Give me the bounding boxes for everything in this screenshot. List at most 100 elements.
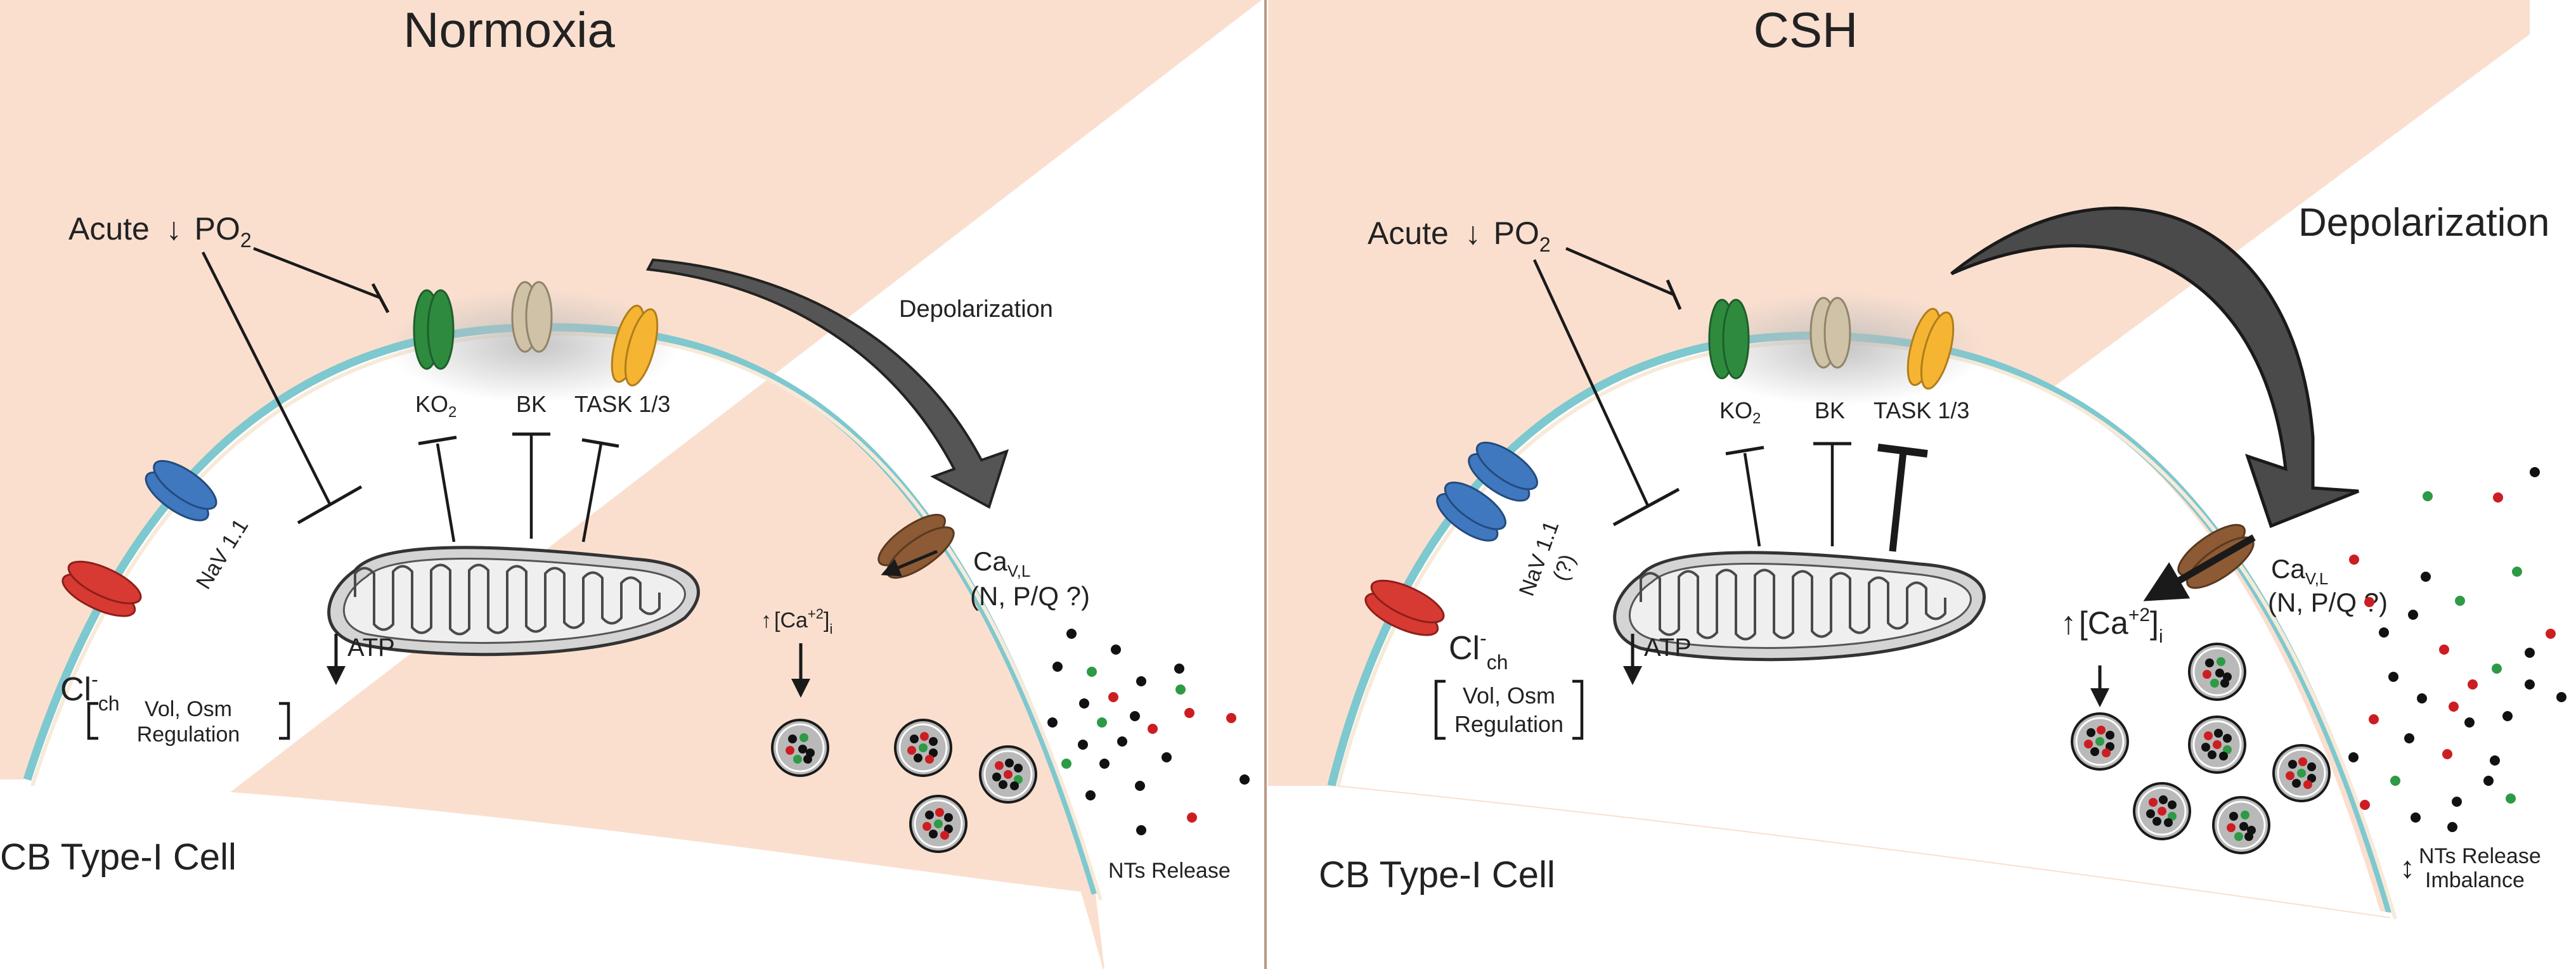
nt-dot: [2525, 679, 2535, 690]
nt-dot: [2493, 492, 2503, 503]
panel-title: Normoxia: [403, 2, 615, 58]
nt-dot: [1135, 781, 1145, 791]
vesicle: [2188, 716, 2246, 774]
nt-dot: [2411, 812, 2421, 823]
nt-dot: [2369, 714, 2379, 724]
nt-dot: [2439, 645, 2449, 655]
bk-label: BK: [1815, 397, 1845, 423]
nt-dot: [2349, 555, 2359, 565]
task-label: TASK 1/3: [1874, 397, 1969, 423]
ko2-label: KO2: [1719, 397, 1761, 427]
nt-dot: [1174, 664, 1184, 674]
svg-text:Vol, Osm: Vol, Osm: [1463, 683, 1555, 709]
nt-dot: [1175, 684, 1186, 695]
nt-dot: [1117, 736, 1127, 747]
nt-dot: [1047, 717, 1058, 728]
cav-label: CaV,L: [2271, 554, 2328, 588]
nt-dots: [2348, 467, 2566, 832]
nt-dot: [2530, 467, 2540, 477]
nt-dot: [1061, 759, 1071, 769]
nts-release-label: NTs Release: [1108, 859, 1231, 883]
cav-label: CaV,L: [973, 546, 1030, 581]
cl-label: Cl-ch: [60, 668, 120, 715]
nt-dot: [1184, 708, 1194, 718]
nt-dot: [2483, 776, 2494, 786]
stimulus-label: Acute ↓ PO2: [68, 211, 252, 252]
nt-dot: [2421, 572, 2431, 582]
panel-normoxia: Normoxia Acute ↓ PO2: [0, 0, 1262, 969]
vesicle: [771, 719, 829, 777]
nt-dot: [2506, 793, 2516, 804]
svg-text:↕: ↕: [2400, 851, 2415, 885]
cl-channel: [61, 560, 142, 617]
nt-dot: [1136, 825, 1146, 835]
nt-dot: [1187, 812, 1197, 823]
inhibition-mito-to-bk: [1813, 442, 1851, 546]
cav-label-line2: (N, P/Q ?): [970, 581, 1090, 611]
inhibition-mito-to-task: [581, 438, 619, 542]
inhibition-mito-to-ko2: [1725, 446, 1764, 547]
mitochondrion: [1613, 551, 1986, 662]
bk-channel: [511, 281, 553, 353]
calcium-label: ↑[Ca+2]i: [761, 606, 832, 637]
nt-dot: [2449, 702, 2459, 712]
nt-dot: [2525, 648, 2535, 658]
inhibition-mito-to-ko2: [418, 435, 457, 542]
nt-dot: [2379, 627, 2389, 638]
svg-text:Regulation: Regulation: [137, 722, 240, 747]
nt-dot: [1097, 717, 1107, 728]
cell-exterior: [0, 0, 1262, 969]
nt-dot: [2468, 679, 2478, 690]
nt-dot: [1111, 645, 1121, 655]
depolarization-arrow: [645, 258, 1009, 509]
bk-channel: [1809, 297, 1851, 369]
vesicle: [909, 795, 968, 853]
svg-text:NTs Release: NTs Release: [2419, 844, 2541, 868]
vesicle: [2212, 796, 2270, 854]
nt-dot: [2502, 711, 2513, 721]
nt-dot: [1136, 676, 1146, 686]
vol-reg-bracket: Vol, Osm Regulation: [87, 697, 290, 747]
nt-dot: [1108, 692, 1118, 702]
task-label: TASK 1/3: [574, 391, 670, 417]
nt-dot: [2512, 567, 2522, 577]
nt-dot: [1052, 662, 1063, 672]
nt-dot: [2417, 693, 2427, 703]
svg-text:Imbalance: Imbalance: [2425, 868, 2525, 892]
inhibition-po2-to-nav: [201, 251, 363, 525]
cl-channel: [1364, 579, 1445, 636]
vol-reg-bracket: Vol, Osm Regulation: [1434, 679, 1584, 740]
cell-type-label: CB Type-I Cell: [1319, 854, 1555, 895]
mitochondrion: [327, 546, 700, 657]
vesicle: [894, 719, 952, 777]
nt-dot: [1239, 774, 1250, 785]
nt-dot: [2423, 491, 2433, 501]
nav-channel-lower: [1436, 481, 1506, 542]
svg-text:Regulation: Regulation: [1454, 711, 1563, 737]
nt-dot: [1162, 752, 1172, 762]
vesicle: [2133, 782, 2191, 840]
cell-bottom-edge: [1268, 786, 2397, 969]
vesicle-group: [771, 719, 1037, 853]
svg-text:Vol, Osm: Vol, Osm: [145, 697, 232, 721]
ko2-label: KO2: [415, 391, 456, 421]
nt-dot: [2404, 733, 2414, 743]
nt-dot: [1066, 629, 1077, 639]
vesicle: [979, 745, 1037, 804]
nt-dot: [2388, 672, 2398, 682]
nt-dot: [2360, 800, 2370, 810]
nt-dot: [1226, 713, 1236, 723]
nt-dot: [2492, 664, 2502, 674]
calcium-label: ↑[Ca+2]i: [2061, 605, 2163, 647]
ko2-channel: [413, 289, 455, 370]
nt-dot: [2464, 717, 2475, 728]
nt-dot: [2348, 752, 2359, 762]
nt-dot: [2447, 822, 2457, 832]
nt-dot: [2490, 755, 2500, 766]
cav-influx-arrow: [2143, 534, 2256, 601]
depolarization-arrow: [1950, 206, 2359, 529]
inhibition-mito-to-bk: [512, 432, 550, 539]
atp-label: ATP: [1644, 634, 1692, 662]
nt-dot: [1148, 724, 1158, 734]
nts-imbalance-label: ↕ NTs Release Imbalance: [2400, 844, 2541, 892]
